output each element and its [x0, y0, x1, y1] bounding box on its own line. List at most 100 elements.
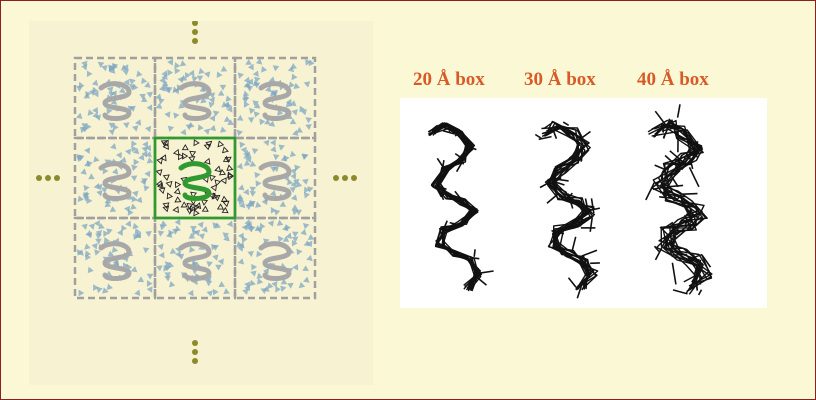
water-molecule — [210, 125, 215, 130]
water-molecule — [123, 70, 129, 75]
water-molecule — [256, 202, 261, 207]
water-molecule — [158, 231, 164, 236]
water-molecule — [103, 168, 108, 174]
water-molecule — [94, 157, 99, 162]
water-molecule — [252, 264, 257, 270]
water-molecule — [131, 176, 137, 181]
water-molecule — [252, 149, 257, 154]
water-molecule — [78, 196, 83, 202]
water-molecule — [147, 158, 153, 163]
water-molecule — [286, 225, 291, 231]
water-molecule — [97, 190, 102, 195]
water-molecule — [215, 180, 220, 185]
water-molecule — [306, 124, 312, 129]
water-molecule — [135, 290, 140, 295]
water-molecule — [110, 207, 116, 212]
water-molecule — [190, 247, 195, 253]
water-molecule — [281, 286, 286, 291]
water-molecule — [175, 189, 180, 194]
water-molecule — [137, 71, 142, 76]
water-molecule — [248, 251, 253, 256]
water-molecule — [147, 281, 152, 287]
water-molecule — [82, 64, 87, 70]
side-chain — [569, 278, 576, 287]
water-molecule — [165, 112, 170, 118]
water-molecule — [260, 119, 265, 125]
water-molecule — [146, 126, 151, 131]
water-molecule — [175, 68, 180, 74]
water-molecule — [210, 116, 215, 122]
water-molecule — [271, 147, 276, 152]
water-molecule — [168, 126, 173, 131]
ensemble-40A-box — [646, 104, 712, 295]
water-molecule — [77, 113, 82, 118]
water-molecule — [94, 184, 99, 190]
water-molecule — [273, 66, 279, 71]
water-molecule — [218, 91, 224, 96]
water-molecule — [147, 92, 153, 97]
water-molecule — [167, 193, 172, 199]
ellipsis-dot — [192, 21, 198, 26]
water-molecule — [85, 244, 90, 249]
water-molecule — [250, 191, 256, 196]
water-molecule — [113, 169, 118, 175]
water-molecule — [220, 85, 226, 90]
water-molecule — [85, 148, 90, 154]
water-molecule — [125, 206, 130, 211]
water-molecule — [304, 193, 309, 199]
side-chain — [673, 290, 688, 294]
water-molecule — [221, 178, 226, 184]
water-molecule — [199, 234, 204, 239]
water-molecule — [261, 288, 267, 293]
water-molecule — [183, 153, 188, 159]
water-molecule — [268, 221, 273, 227]
water-molecule — [280, 202, 286, 207]
water-molecule — [211, 185, 216, 191]
water-molecule — [292, 74, 297, 80]
water-molecule — [138, 277, 144, 282]
water-molecule — [145, 171, 150, 177]
water-molecule — [262, 67, 267, 73]
water-molecule — [256, 181, 261, 187]
water-molecule — [163, 206, 168, 211]
water-molecule — [175, 226, 181, 231]
water-molecule — [293, 232, 299, 237]
water-molecule — [221, 127, 226, 132]
water-molecule — [79, 290, 84, 296]
water-molecule — [190, 151, 196, 156]
water-molecule — [130, 79, 135, 84]
water-molecule — [134, 159, 139, 165]
side-chain — [655, 111, 665, 124]
water-molecule — [168, 70, 173, 76]
side-chain — [547, 195, 557, 203]
water-molecule — [143, 248, 148, 253]
water-molecule — [290, 151, 295, 156]
water-molecule — [204, 129, 209, 134]
water-molecule — [244, 102, 249, 108]
side-chain — [480, 271, 494, 273]
water-molecule — [299, 283, 304, 288]
water-molecule — [146, 231, 152, 236]
water-molecule — [294, 83, 300, 88]
image-protein-icon — [261, 244, 289, 279]
water-molecule — [303, 223, 308, 228]
water-molecule — [159, 188, 164, 193]
water-molecule — [180, 61, 186, 66]
water-molecule — [92, 243, 97, 249]
image-cell — [75, 218, 155, 298]
water-molecule — [156, 94, 161, 99]
water-molecule — [274, 155, 280, 160]
water-molecule — [95, 221, 100, 227]
image-cell — [235, 138, 315, 218]
image-cell — [75, 138, 155, 218]
water-molecule — [175, 197, 181, 202]
ellipsis-dot — [36, 175, 42, 181]
water-molecule — [126, 221, 131, 227]
water-molecule — [202, 200, 208, 205]
ellipsis-bottom: ... — [192, 340, 198, 364]
water-molecule — [264, 140, 269, 145]
periodic-boundary-panel: ............ — [29, 21, 373, 385]
water-molecule — [240, 142, 245, 148]
side-chain — [572, 237, 575, 251]
side-chain — [683, 194, 698, 195]
